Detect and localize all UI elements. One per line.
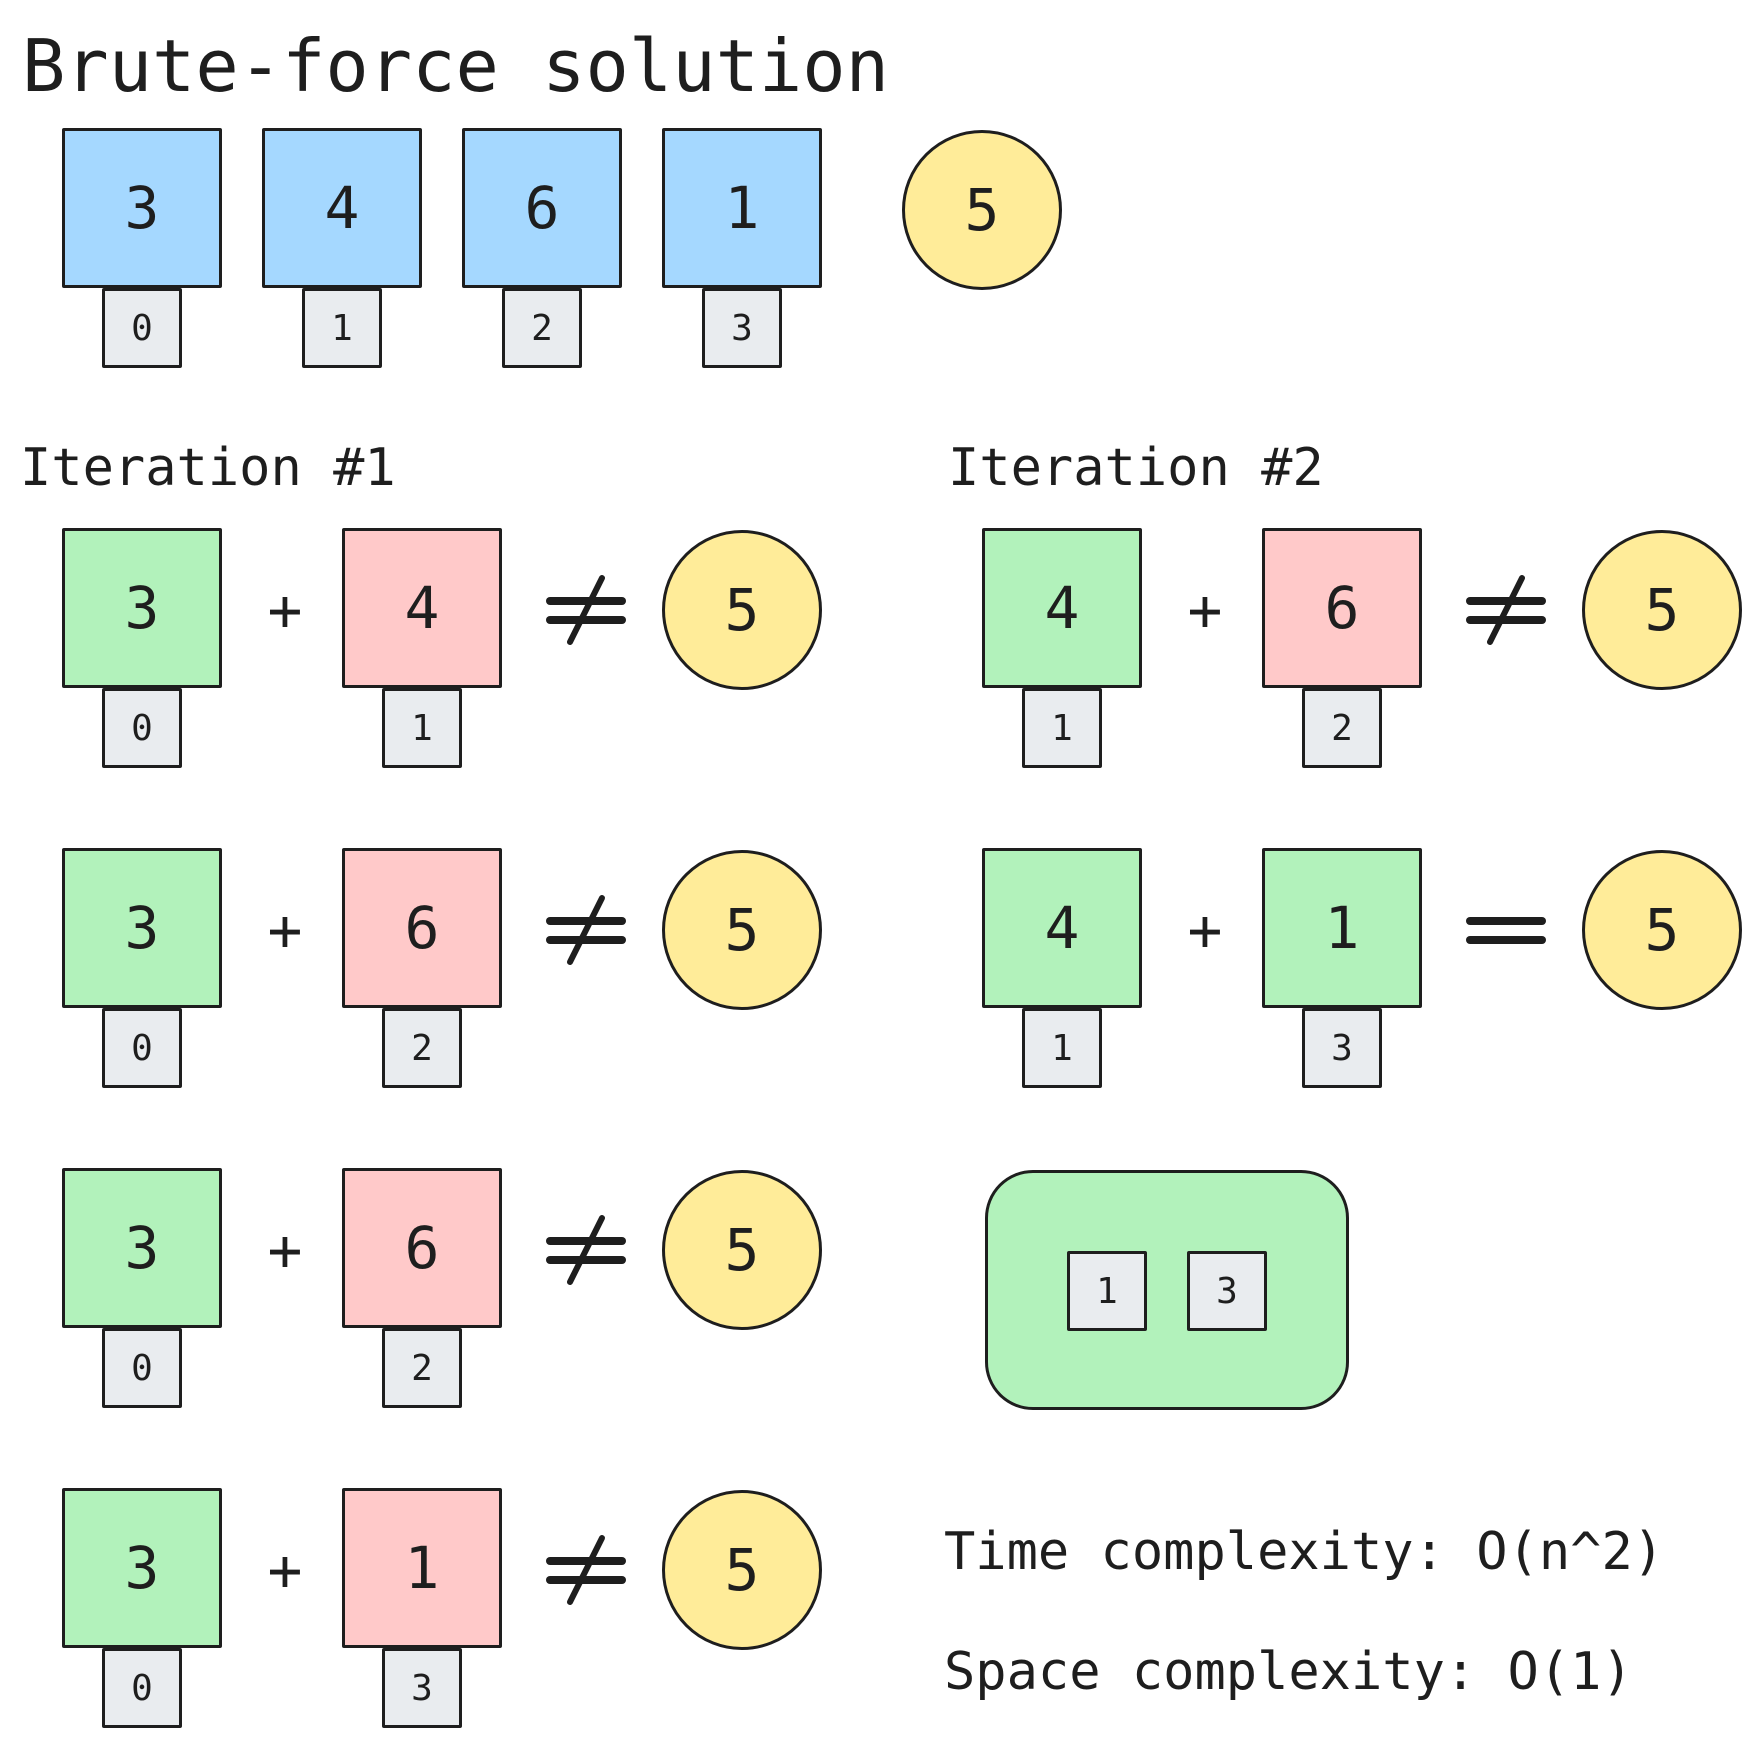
result-box: 1 3	[985, 1170, 1349, 1410]
right-operand: 6	[1262, 528, 1422, 688]
plus-operator: +	[267, 896, 303, 964]
left-operand-index: 0	[102, 1008, 182, 1088]
right-operand-index: 2	[382, 1328, 462, 1408]
plus-operator: +	[1187, 576, 1223, 644]
right-operand: 1	[1262, 848, 1422, 1008]
array-cell: 6	[462, 128, 622, 288]
right-operand-index: 3	[1302, 1008, 1382, 1088]
array-index: 1	[302, 288, 382, 368]
target-circle: 5	[662, 1490, 822, 1650]
array-index: 3	[702, 288, 782, 368]
time-complexity: Time complexity: O(n^2)	[944, 1522, 1665, 1582]
space-complexity: Space complexity: O(1)	[944, 1642, 1633, 1702]
left-operand-index: 1	[1022, 1008, 1102, 1088]
plus-operator: +	[267, 576, 303, 644]
array-cell: 1	[662, 128, 822, 288]
not-equal-icon	[546, 1210, 626, 1290]
plus-operator: +	[267, 1216, 303, 1284]
left-operand: 3	[62, 528, 222, 688]
right-operand-index: 2	[1302, 688, 1382, 768]
target-circle: 5	[662, 1170, 822, 1330]
not-equal-icon	[546, 570, 626, 650]
result-index: 3	[1187, 1251, 1267, 1331]
right-operand-index: 2	[382, 1008, 462, 1088]
left-operand: 4	[982, 848, 1142, 1008]
array-cell: 4	[262, 128, 422, 288]
left-operand: 3	[62, 1488, 222, 1648]
plus-operator: +	[267, 1536, 303, 1604]
right-operand: 6	[342, 848, 502, 1008]
not-equal-icon	[546, 1530, 626, 1610]
left-operand-index: 0	[102, 1328, 182, 1408]
target-circle: 5	[902, 130, 1062, 290]
plus-operator: +	[1187, 896, 1223, 964]
left-operand-index: 1	[1022, 688, 1102, 768]
left-operand-index: 0	[102, 688, 182, 768]
result-index: 1	[1067, 1251, 1147, 1331]
right-operand-index: 1	[382, 688, 462, 768]
left-operand: 3	[62, 848, 222, 1008]
right-operand: 1	[342, 1488, 502, 1648]
array-cell: 3	[62, 128, 222, 288]
iteration-2-heading: Iteration #2	[948, 438, 1324, 498]
target-circle: 5	[662, 530, 822, 690]
diagram-title: Brute-force solution	[22, 24, 889, 108]
target-circle: 5	[662, 850, 822, 1010]
left-operand-index: 0	[102, 1648, 182, 1728]
target-circle: 5	[1582, 850, 1742, 1010]
left-operand: 4	[982, 528, 1142, 688]
not-equal-icon	[1466, 570, 1546, 650]
right-operand: 4	[342, 528, 502, 688]
right-operand-index: 3	[382, 1648, 462, 1728]
iteration-1-heading: Iteration #1	[20, 438, 396, 498]
array-index: 2	[502, 288, 582, 368]
right-operand: 6	[342, 1168, 502, 1328]
not-equal-icon	[546, 890, 626, 970]
target-circle: 5	[1582, 530, 1742, 690]
array-index: 0	[102, 288, 182, 368]
left-operand: 3	[62, 1168, 222, 1328]
equals-icon	[1466, 890, 1546, 970]
